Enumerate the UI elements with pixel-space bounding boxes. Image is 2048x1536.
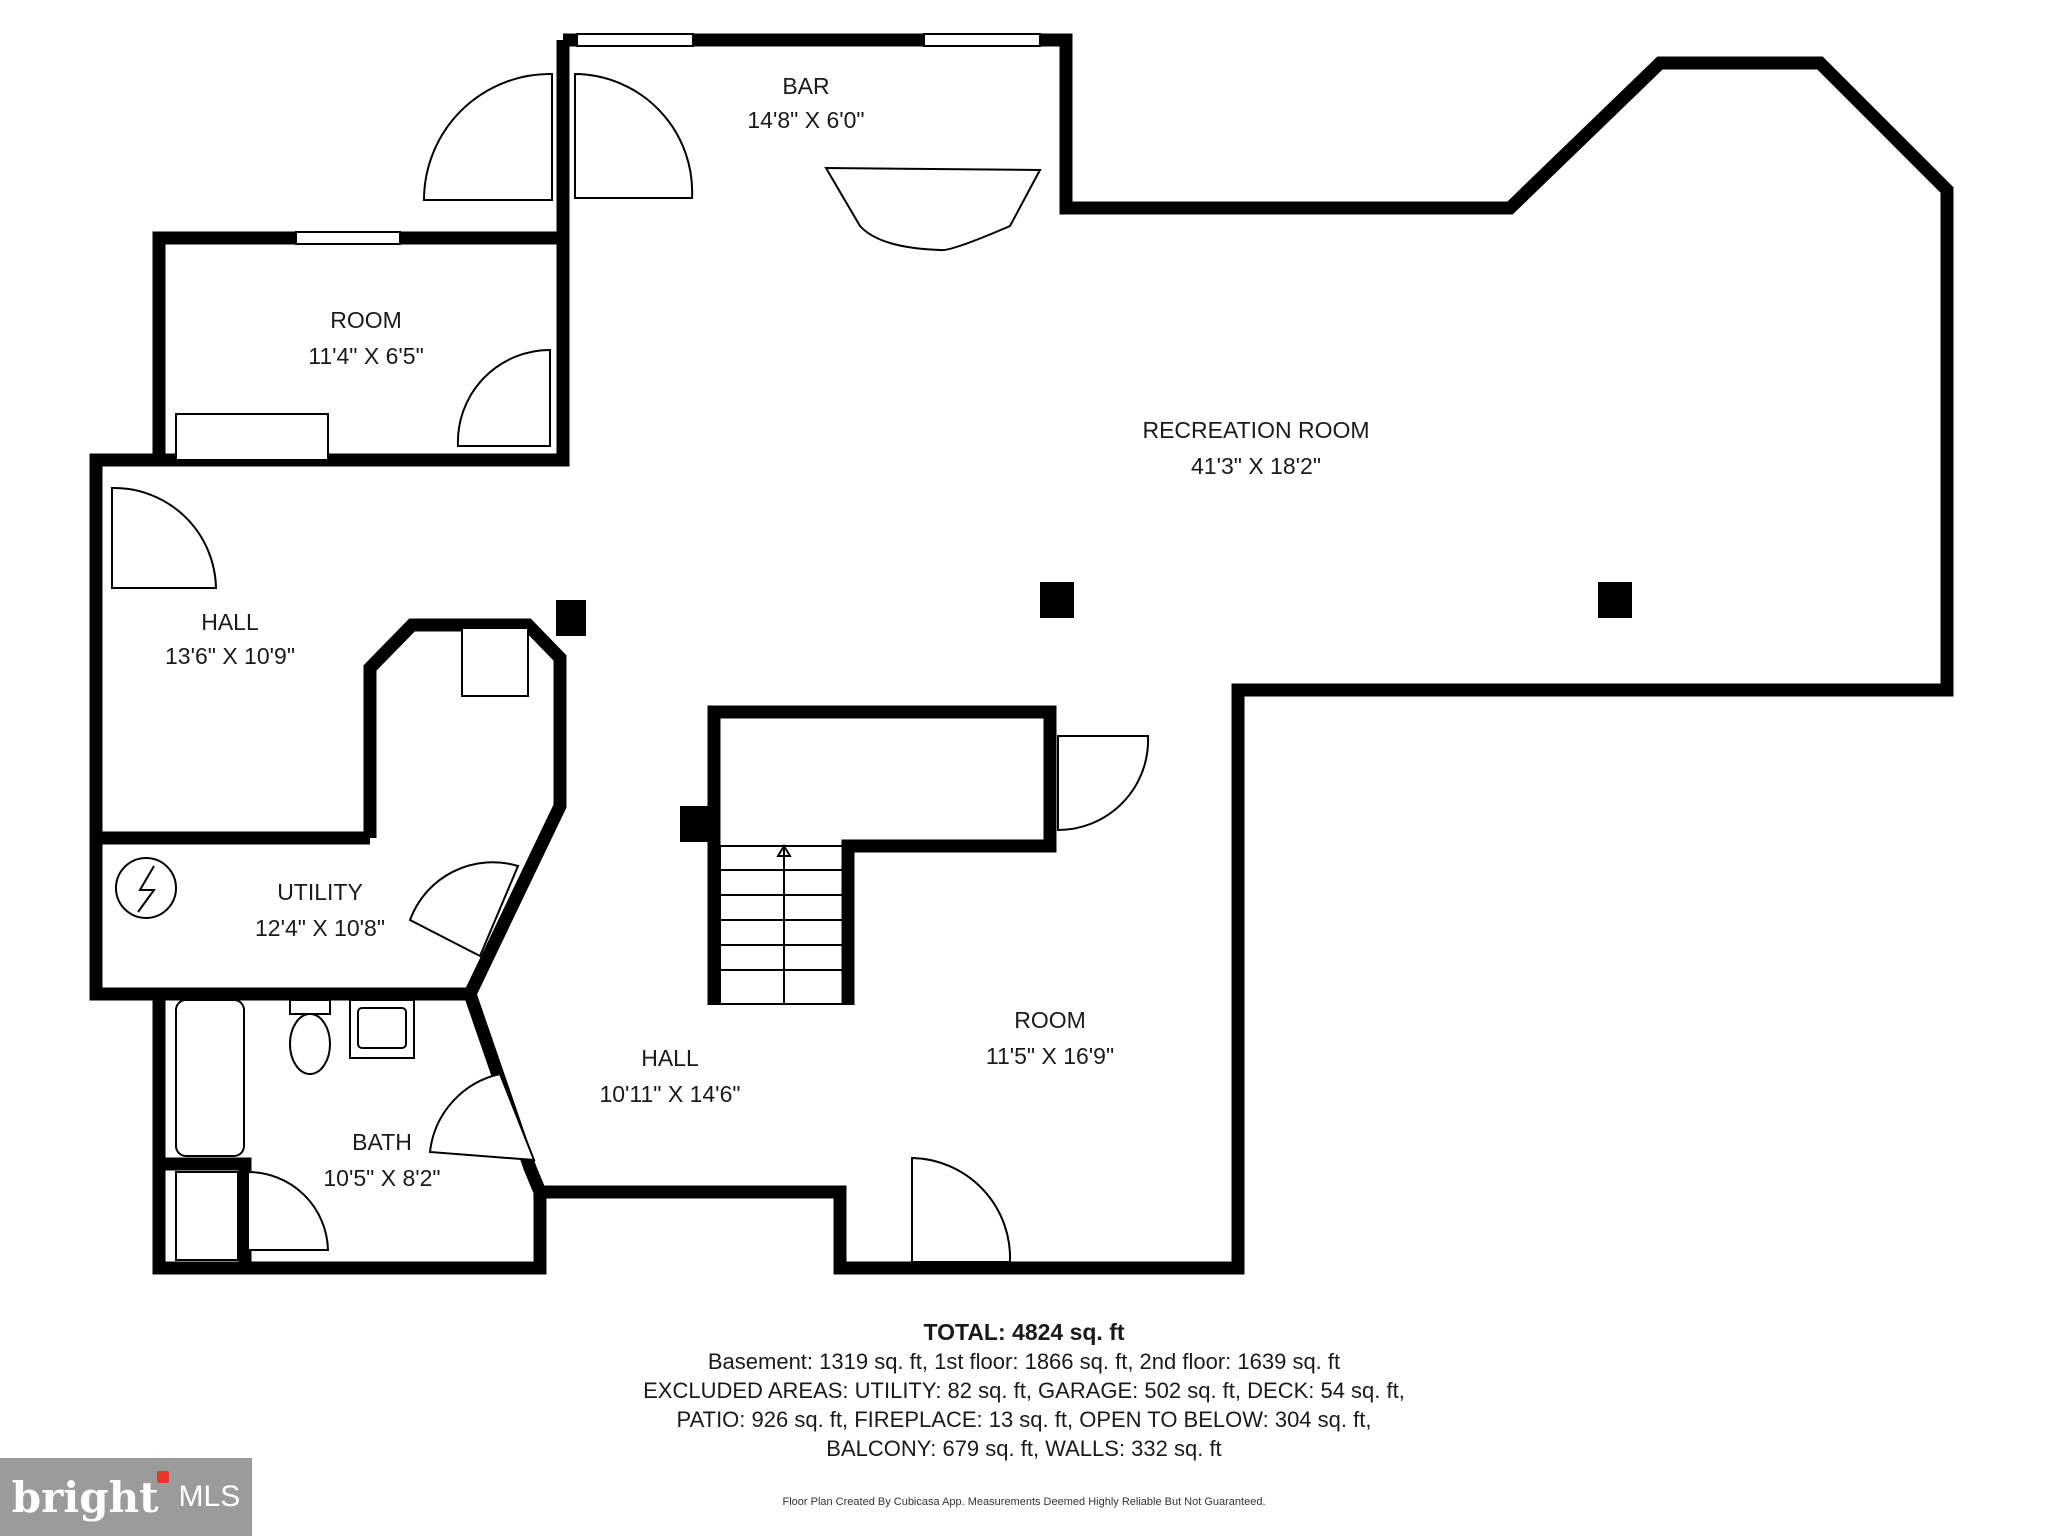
closet-shelf [175, 1171, 239, 1261]
counter [175, 413, 329, 461]
area-line: EXCLUDED AREAS: UTILITY: 82 sq. ft, GARA… [643, 1378, 1405, 1403]
hall-bottom-dims: 10'11" X 14'6" [599, 1081, 740, 1107]
column [1598, 582, 1632, 618]
logo-suffix: MLS [178, 1480, 241, 1513]
column [556, 600, 586, 636]
area-summary: TOTAL: 4824 sq. ft Basement: 1319 sq. ft… [0, 1318, 2048, 1463]
doors [111, 72, 1150, 1263]
room-bottom-name: ROOM [1014, 1007, 1086, 1033]
window [576, 33, 694, 47]
toilet [289, 1013, 331, 1075]
recreation-name: RECREATION ROOM [1142, 417, 1369, 443]
area-line: BALCONY: 679 sq. ft, WALLS: 332 sq. ft [826, 1436, 1222, 1461]
door-swing [408, 861, 520, 958]
cabinet [461, 627, 529, 697]
column [680, 806, 714, 842]
bath-wall [463, 991, 546, 1195]
door-swing [1057, 735, 1150, 832]
window [295, 231, 401, 245]
hall-left-name: HALL [201, 609, 259, 635]
area-line: Basement: 1319 sq. ft, 1st floor: 1866 s… [707, 1349, 1341, 1374]
bar-dims: 14'8" X 6'0" [747, 107, 864, 133]
stair-wall [707, 705, 1057, 1005]
bar-counter [824, 166, 1042, 252]
water-heater-symbol [137, 865, 156, 913]
door-swing [456, 348, 551, 447]
door-swing [428, 1072, 536, 1162]
logo-accent-icon [156, 1471, 169, 1483]
window [923, 33, 1041, 47]
water-heater [115, 857, 177, 919]
recreation-dims: 41'3" X 18'2" [1191, 453, 1321, 479]
bar-name: BAR [782, 73, 829, 99]
door-swing [422, 72, 553, 201]
bath-dims: 10'5" X 8'2" [323, 1165, 440, 1191]
hall-bottom-name: HALL [641, 1045, 699, 1071]
door-swing [111, 486, 218, 589]
door-swing [911, 1156, 1012, 1263]
bathtub [175, 999, 245, 1157]
utility-dims: 12'4" X 10'8" [255, 915, 385, 941]
toilet-tank [289, 999, 331, 1015]
hall-left-dims: 13'6" X 10'9" [165, 643, 295, 669]
stairs [719, 844, 849, 1005]
bright-mls-logo: bright MLS [0, 1458, 252, 1536]
door-swing [247, 1170, 330, 1251]
logo-wordmark: bright [11, 1472, 159, 1522]
walls [89, 33, 1954, 1275]
total-area: TOTAL: 4824 sq. ft [923, 1319, 1125, 1345]
windows [295, 33, 1041, 245]
room-labels: BAR 14'8" X 6'0" ROOM 11'4" X 6'5" RECRE… [165, 73, 1370, 1191]
disclaimer: Floor Plan Created By Cubicasa App. Meas… [782, 1496, 1266, 1508]
room-top-dims: 11'4" X 6'5" [308, 343, 423, 369]
fixtures [115, 166, 1042, 1261]
room-bottom-dims: 11'5" X 16'9" [986, 1043, 1114, 1069]
room-top-name: ROOM [330, 307, 402, 333]
sink-basin [357, 1007, 407, 1049]
bath-closet-wall [159, 1157, 252, 1268]
door-swing [574, 72, 694, 199]
columns [556, 582, 1632, 842]
area-line: PATIO: 926 sq. ft, FIREPLACE: 13 sq. ft,… [676, 1407, 1372, 1432]
utility-wall [96, 618, 567, 1001]
utility-name: UTILITY [277, 879, 363, 905]
outer-wall [89, 33, 1954, 1275]
bath-name: BATH [352, 1129, 412, 1155]
stair-arrow-icon [776, 844, 792, 857]
column [1040, 582, 1074, 618]
